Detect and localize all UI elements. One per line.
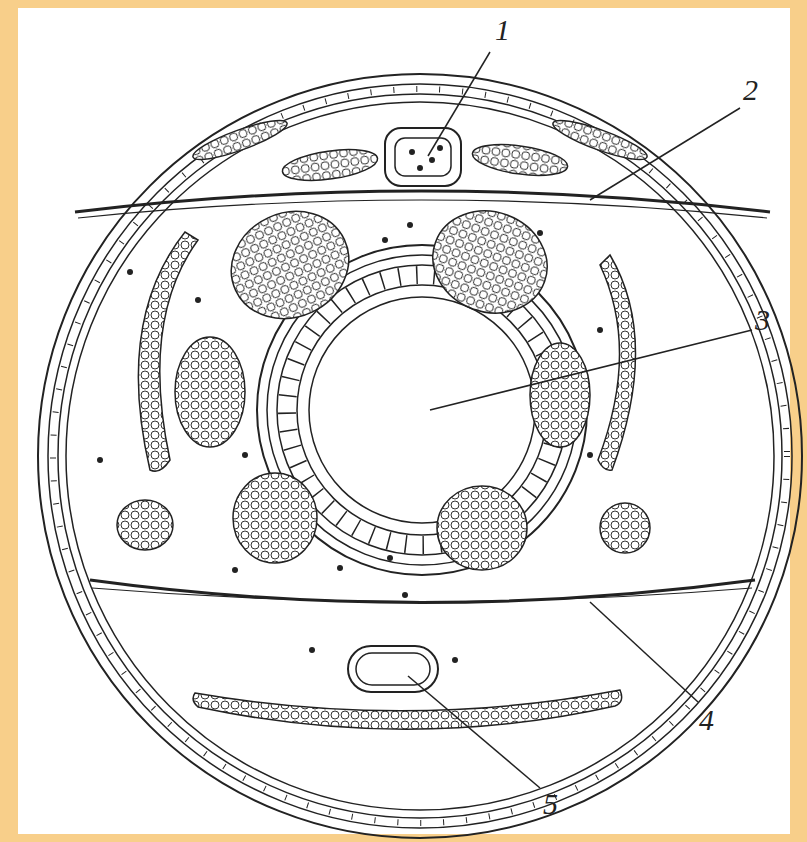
callout-number: 5 (540, 788, 561, 820)
callout-number: 1 (492, 14, 513, 46)
callout-number: 2 (740, 74, 761, 106)
callout-number: 3 (752, 304, 773, 336)
callout-number: 4 (696, 704, 717, 736)
